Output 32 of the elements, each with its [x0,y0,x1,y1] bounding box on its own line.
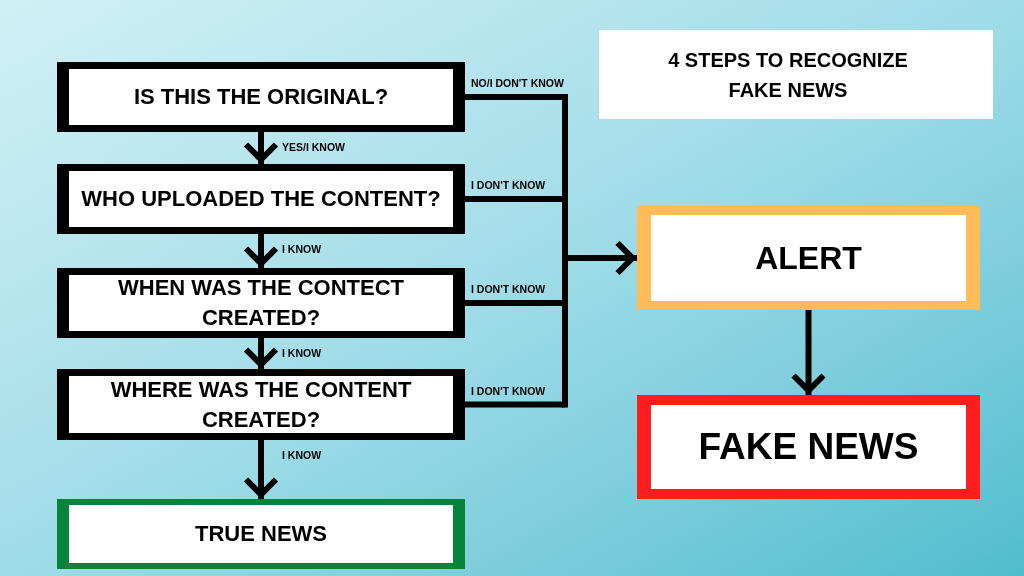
question-text: WHEN WAS THE CONTECT CREATED? [117,274,405,332]
title-text: 4 STEPS TO RECOGNIZE FAKE NEWS [667,47,909,103]
arrow [243,132,279,164]
edge-label: I DON'T KNOW [471,384,546,397]
edge-label: I DON'T KNOW [471,179,546,191]
question-text: WHO UPLOADED THE CONTENT? [81,185,441,213]
edge-label: I KNOW [282,243,322,255]
question-box [57,268,465,338]
alert-text: ALERT [755,239,862,277]
edge-label: I KNOW [282,347,322,359]
connector-line [465,196,565,202]
connector-line [465,401,565,408]
arrow [243,234,279,268]
result-box [637,395,980,499]
question-text: WHERE WAS THE CONTENT CREATED? [109,375,413,434]
arrow [790,310,827,395]
question-box [57,62,465,132]
connector-line [465,300,565,306]
alert-box [637,206,980,310]
edge-label: I KNOW [282,449,322,461]
question-box [57,369,465,440]
edge-label: I DON'T KNOW [471,283,546,295]
verdict-text: FAKE NEWS [698,425,919,469]
arrow [243,440,279,499]
result-box [57,499,465,569]
question-box [57,164,465,234]
edge-label: NO/I DON'T KNOW [471,77,564,89]
arrow [243,338,279,369]
question-text: IS THIS THE ORIGINAL? [133,83,389,111]
connector-line [465,94,565,100]
verdict-text: TRUE NEWS [195,520,327,548]
edge-label: YES/I KNOW [282,141,345,153]
